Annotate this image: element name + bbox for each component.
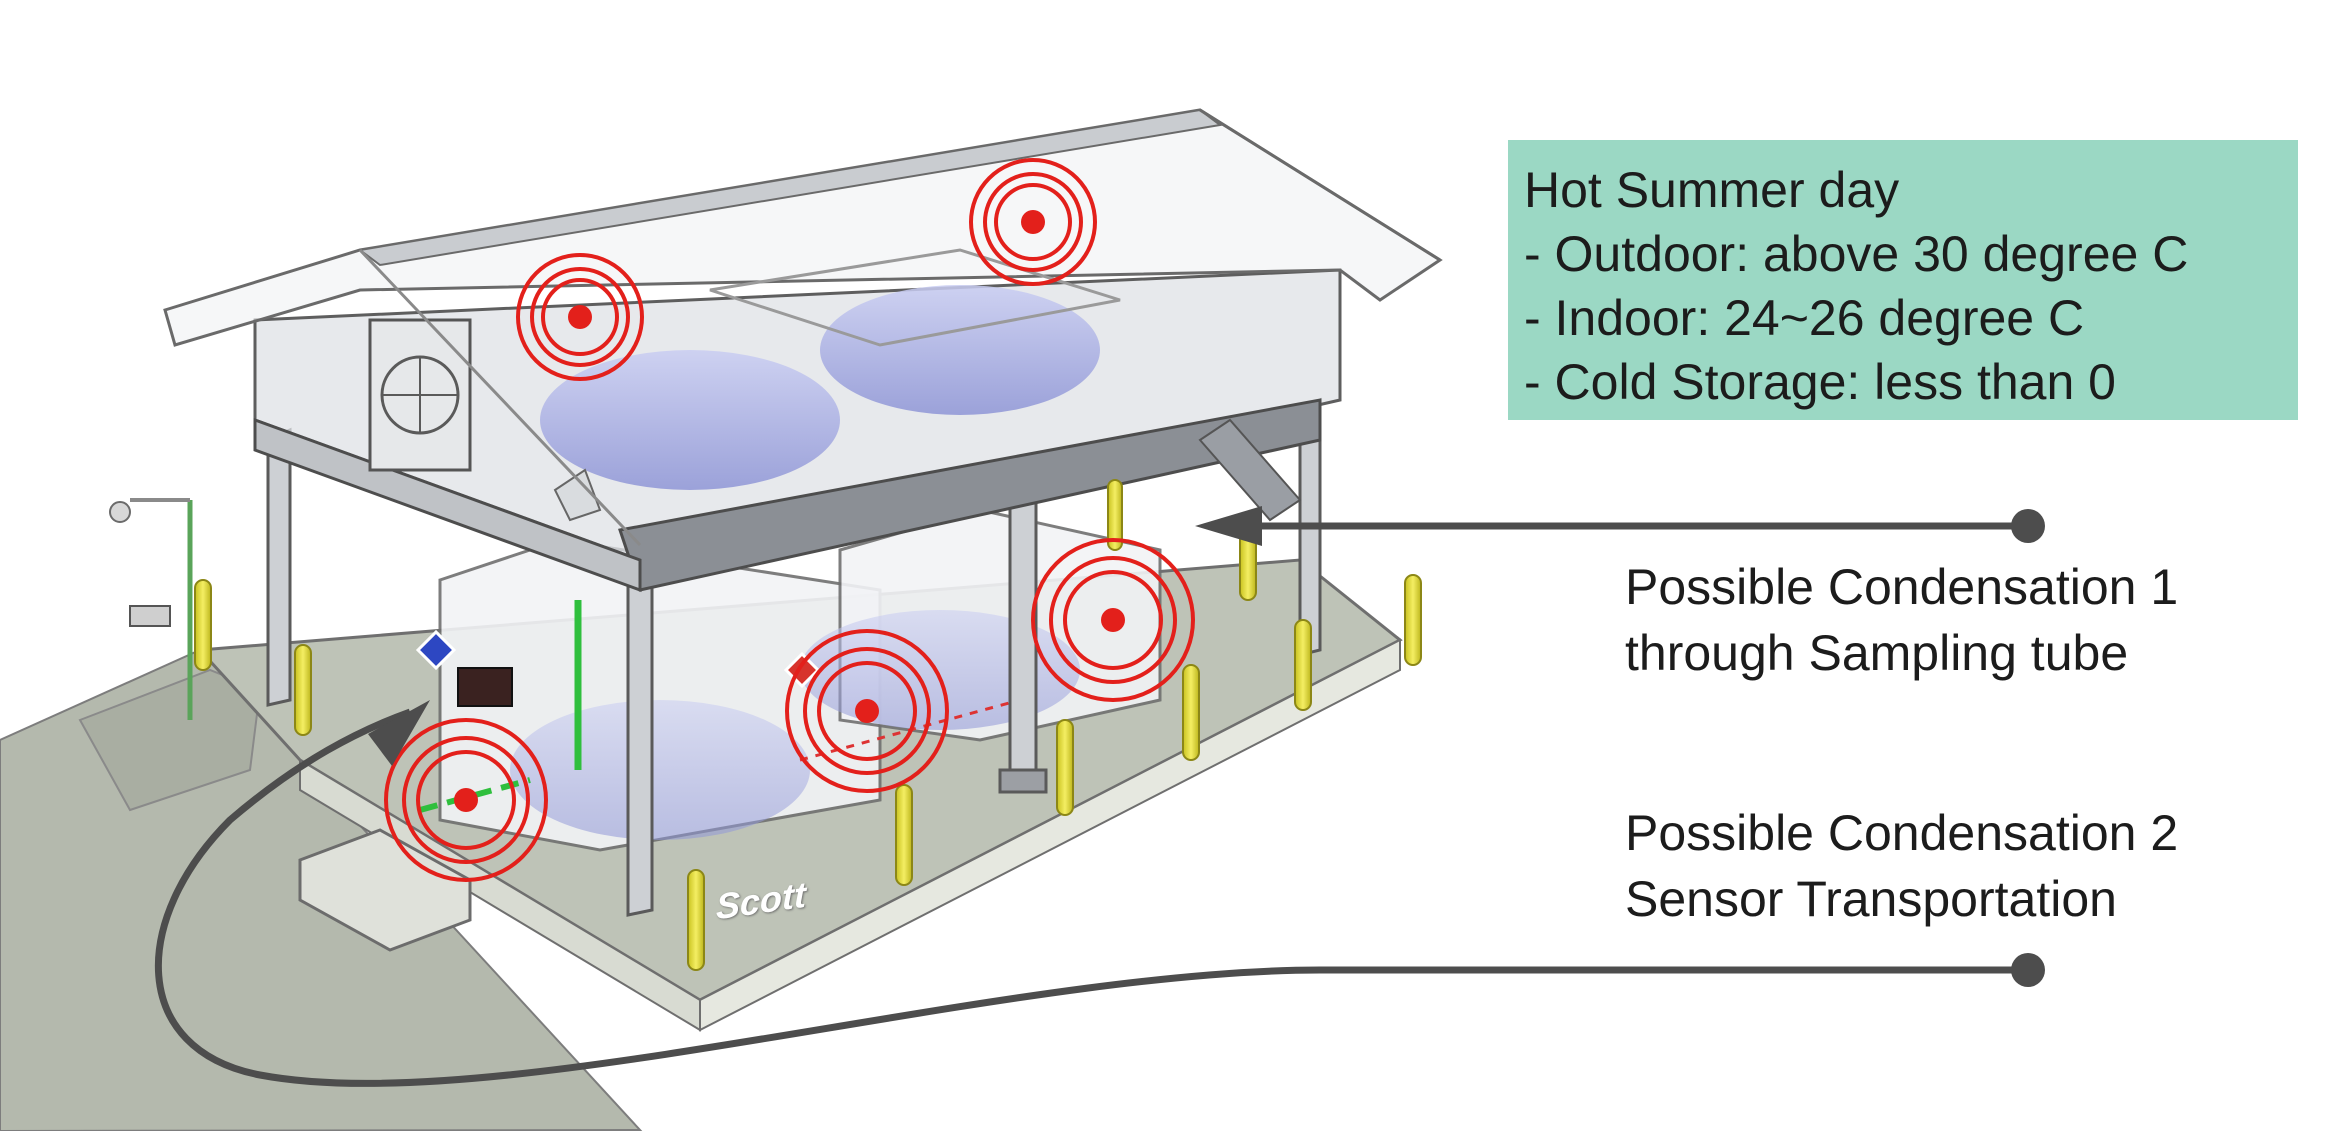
- hotspot-roof-left: [516, 253, 644, 381]
- callout-leader-1: [1195, 506, 2045, 546]
- conditions-box: Hot Summer day - Outdoor: above 30 degre…: [1508, 140, 2298, 420]
- callout-condensation-2: Possible Condensation 2 Sensor Transport…: [1625, 800, 2178, 932]
- hotspot-roof-right: [969, 158, 1097, 286]
- callout-condensation-1: Possible Condensation 1 through Sampling…: [1625, 554, 2178, 686]
- condition-cold-storage: - Cold Storage: less than 0: [1524, 354, 2116, 410]
- support-columns: [266, 397, 1322, 917]
- condition-outdoor: - Outdoor: above 30 degree C: [1524, 226, 2189, 282]
- callout-1-line-2: through Sampling tube: [1625, 625, 2129, 681]
- hotspot-center-unit: [785, 629, 949, 793]
- callout-leader-2: [154, 700, 2045, 1087]
- callout-1-line-1: Possible Condensation 1: [1625, 559, 2179, 615]
- safety-bollards: [194, 479, 1422, 971]
- conditions-title: Hot Summer day: [1524, 162, 1900, 218]
- callout-2-line-2: Sensor Transportation: [1625, 871, 2117, 927]
- hotspot-right-unit: [1031, 538, 1195, 702]
- hotspot-front-inlet: [384, 718, 548, 882]
- condition-indoor: - Indoor: 24~26 degree C: [1524, 290, 2085, 346]
- upper-deck: [253, 268, 1342, 593]
- callout-2-line-1: Possible Condensation 2: [1625, 805, 2179, 861]
- glass-roof: [163, 108, 1443, 547]
- eyewash-station: [109, 498, 193, 720]
